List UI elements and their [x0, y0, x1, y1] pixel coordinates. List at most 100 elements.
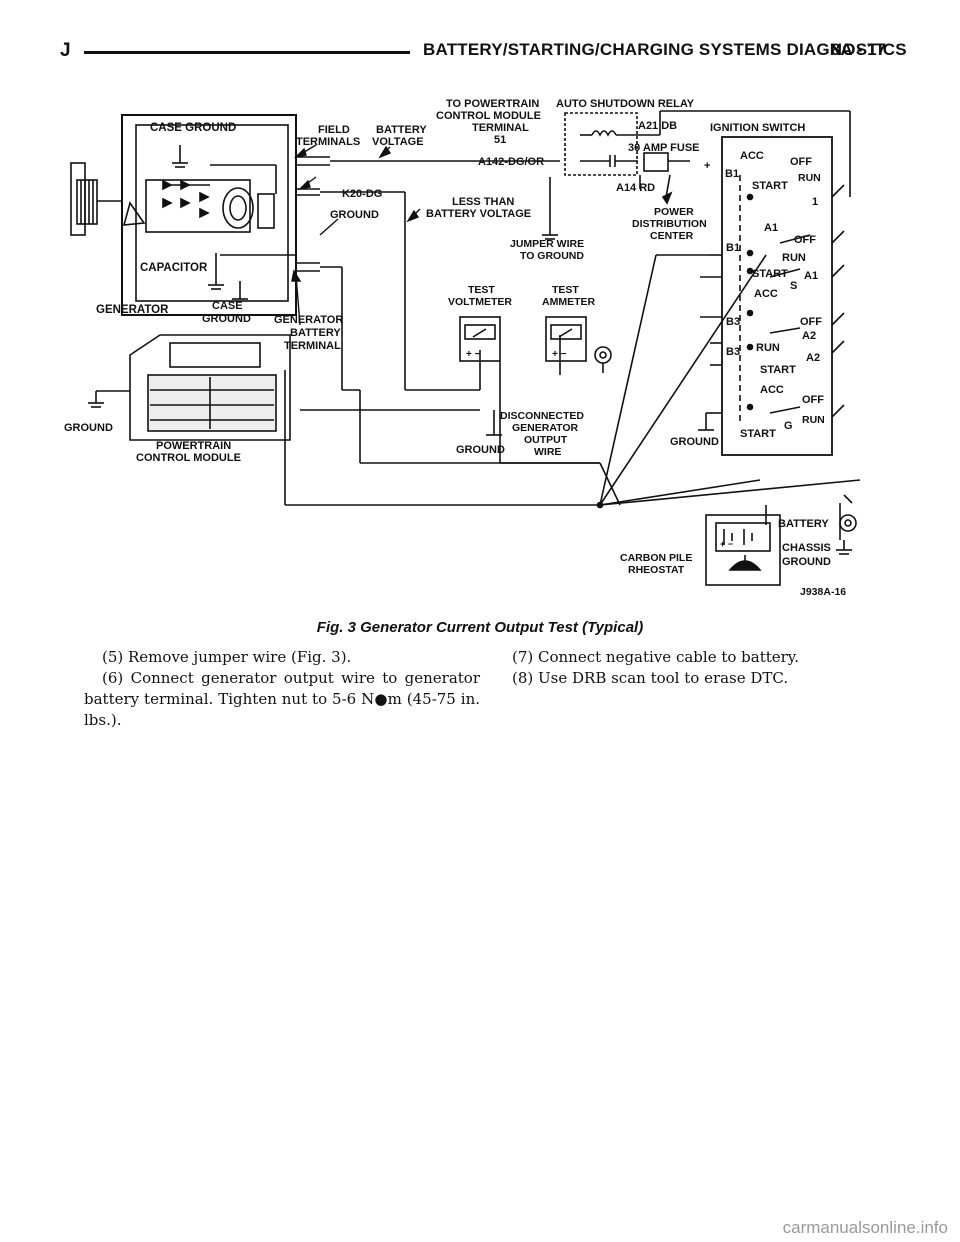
label-field-terminals-1: FIELD: [318, 124, 350, 136]
wiring-diagram-figure: CASE GROUND FIELD TERMINALS BATTERY VOLT…: [60, 85, 900, 615]
label-ground-mid: GROUND: [456, 444, 505, 456]
step-5: (5) Remove jumper wire (Fig. 3).: [102, 648, 352, 666]
switch-b1-b: B1: [726, 242, 740, 254]
label-battery-voltage-2: VOLTAGE: [372, 136, 424, 148]
label-gen-batt-1: GENERATOR: [274, 314, 343, 326]
plus-sign: +: [704, 160, 710, 172]
leader-arrows: [291, 144, 421, 326]
switch-b3-a: B3: [726, 316, 740, 328]
label-to-pcm-4: 51: [494, 134, 506, 146]
header-rule: [84, 51, 410, 54]
switch-run-3: RUN: [756, 342, 780, 354]
header-title: BATTERY/STARTING/CHARGING SYSTEMS DIAGNO…: [423, 40, 907, 59]
label-test-ammeter-1: TEST: [552, 284, 579, 296]
switch-g: G: [784, 420, 793, 432]
label-ground-pcm: GROUND: [64, 422, 113, 434]
figure-caption: Fig. 3 Generator Current Output Test (Ty…: [316, 619, 644, 636]
label-a21-db: A21 DB: [638, 120, 677, 132]
label-ground-generator: GROUND: [330, 209, 379, 221]
battery-and-rheostat: [705, 494, 857, 586]
label-to-pcm-2: CONTROL MODULE: [436, 110, 541, 122]
step-8: (8) Use DRB scan tool to erase DTC.: [512, 669, 789, 687]
label-test-voltmeter-2: VOLTMETER: [448, 296, 512, 308]
switch-b1-a: B1: [725, 168, 739, 180]
label-gen-batt-2: BATTERY: [290, 327, 341, 339]
label-gen-batt-3: TERMINAL: [284, 340, 341, 352]
ignition-switch: [698, 136, 845, 456]
switch-run-4: RUN: [802, 414, 825, 426]
generator: [70, 114, 330, 316]
label-less-than-1: LESS THAN: [452, 196, 514, 208]
switch-run-2: RUN: [782, 252, 806, 264]
label-case-ground-top: CASE GROUND: [150, 122, 236, 134]
label-a14-rd: A14 RD: [616, 182, 655, 194]
label-carbon-pile-1: CARBON PILE: [620, 552, 692, 564]
switch-start-4: START: [740, 428, 776, 440]
label-less-than-2: BATTERY VOLTAGE: [426, 208, 531, 220]
step-6: (6) Connect generator output wire to gen…: [84, 669, 480, 729]
switch-a1-b: A1: [804, 270, 818, 282]
switch-off-4: OFF: [802, 394, 824, 406]
label-disc-3: OUTPUT: [524, 434, 568, 446]
left-column: (5) Remove jumper wire (Fig. 3). (6) Con…: [84, 647, 480, 731]
switch-a2-a: A2: [802, 330, 816, 342]
label-jumper-1: JUMPER WIRE: [510, 238, 584, 250]
label-a142: A142-DG/OR: [478, 156, 544, 168]
switch-acc-1: ACC: [740, 150, 764, 162]
label-battery-voltage-1: BATTERY: [376, 124, 427, 136]
label-pcm-1: POWERTRAIN: [156, 440, 231, 452]
watermark[interactable]: carmanualsonline.info: [782, 1218, 948, 1237]
label-k20-dg: K20-DG: [342, 188, 382, 200]
label-to-pcm-3: TERMINAL: [472, 122, 529, 134]
label-carbon-pile-2: RHEOSTAT: [628, 564, 685, 576]
switch-a2-b: A2: [806, 352, 820, 364]
battery-terminals: + −: [720, 539, 733, 549]
voltmeter-terminals: + −: [466, 349, 481, 360]
wiring-runs: [284, 160, 861, 525]
switch-acc-2: ACC: [754, 288, 778, 300]
switch-start-2: START: [752, 268, 788, 280]
label-test-ammeter-2: AMMETER: [542, 296, 595, 308]
page-number: 8A - 17: [830, 40, 886, 59]
diagram-labels: CASE GROUND FIELD TERMINALS BATTERY VOLT…: [64, 98, 846, 598]
switch-off-2: OFF: [794, 234, 816, 246]
ammeter-terminals: + −: [552, 349, 567, 360]
page-header: J BATTERY/STARTING/CHARGING SYSTEMS DIAG…: [60, 40, 907, 70]
label-chassis-2: GROUND: [782, 556, 831, 568]
label-pcm-2: CONTROL MODULE: [136, 452, 241, 464]
switch-off-3: OFF: [800, 316, 822, 328]
label-field-terminals-2: TERMINALS: [296, 136, 360, 148]
label-case-ground-1: CASE: [212, 300, 243, 312]
label-chassis-1: CHASSIS: [782, 542, 831, 554]
label-disc-1: DISCONNECTED: [500, 410, 584, 422]
section-letter: J: [60, 40, 71, 61]
relay-and-fuse: [564, 110, 851, 205]
step-7: (7) Connect negative cable to battery.: [512, 648, 800, 666]
switch-1: 1: [812, 196, 818, 208]
label-case-ground-2: GROUND: [202, 313, 251, 325]
switch-acc-3: ACC: [760, 384, 784, 396]
switch-start-3: START: [760, 364, 796, 376]
label-power-dist-3: CENTER: [650, 230, 694, 242]
label-battery: BATTERY: [778, 518, 829, 530]
label-disc-4: WIRE: [534, 446, 561, 458]
label-disc-2: GENERATOR: [512, 422, 579, 434]
label-to-pcm-1: TO POWERTRAIN: [446, 98, 539, 110]
pcm-module: [88, 334, 502, 441]
label-auto-shutdown-relay: AUTO SHUTDOWN RELAY: [556, 98, 695, 110]
wiring-diagram: CASE GROUND FIELD TERMINALS BATTERY VOLT…: [64, 98, 861, 598]
label-test-voltmeter-1: TEST: [468, 284, 495, 296]
switch-s: S: [790, 280, 797, 292]
test-meters: [459, 316, 612, 373]
right-column: (7) Connect negative cable to battery. (…: [494, 647, 890, 689]
label-power-dist-2: DISTRIBUTION: [632, 218, 707, 230]
label-ground-switch: GROUND: [670, 436, 719, 448]
label-30-amp-fuse: 30 AMP FUSE: [628, 142, 700, 154]
label-figure-id: J938A-16: [800, 586, 846, 598]
label-ignition-switch: IGNITION SWITCH: [710, 122, 805, 134]
switch-a1-a: A1: [764, 222, 778, 234]
switch-off-1: OFF: [790, 156, 812, 168]
label-power-dist-1: POWER: [654, 206, 694, 218]
label-capacitor: CAPACITOR: [140, 262, 208, 274]
switch-start-1: START: [752, 180, 788, 192]
